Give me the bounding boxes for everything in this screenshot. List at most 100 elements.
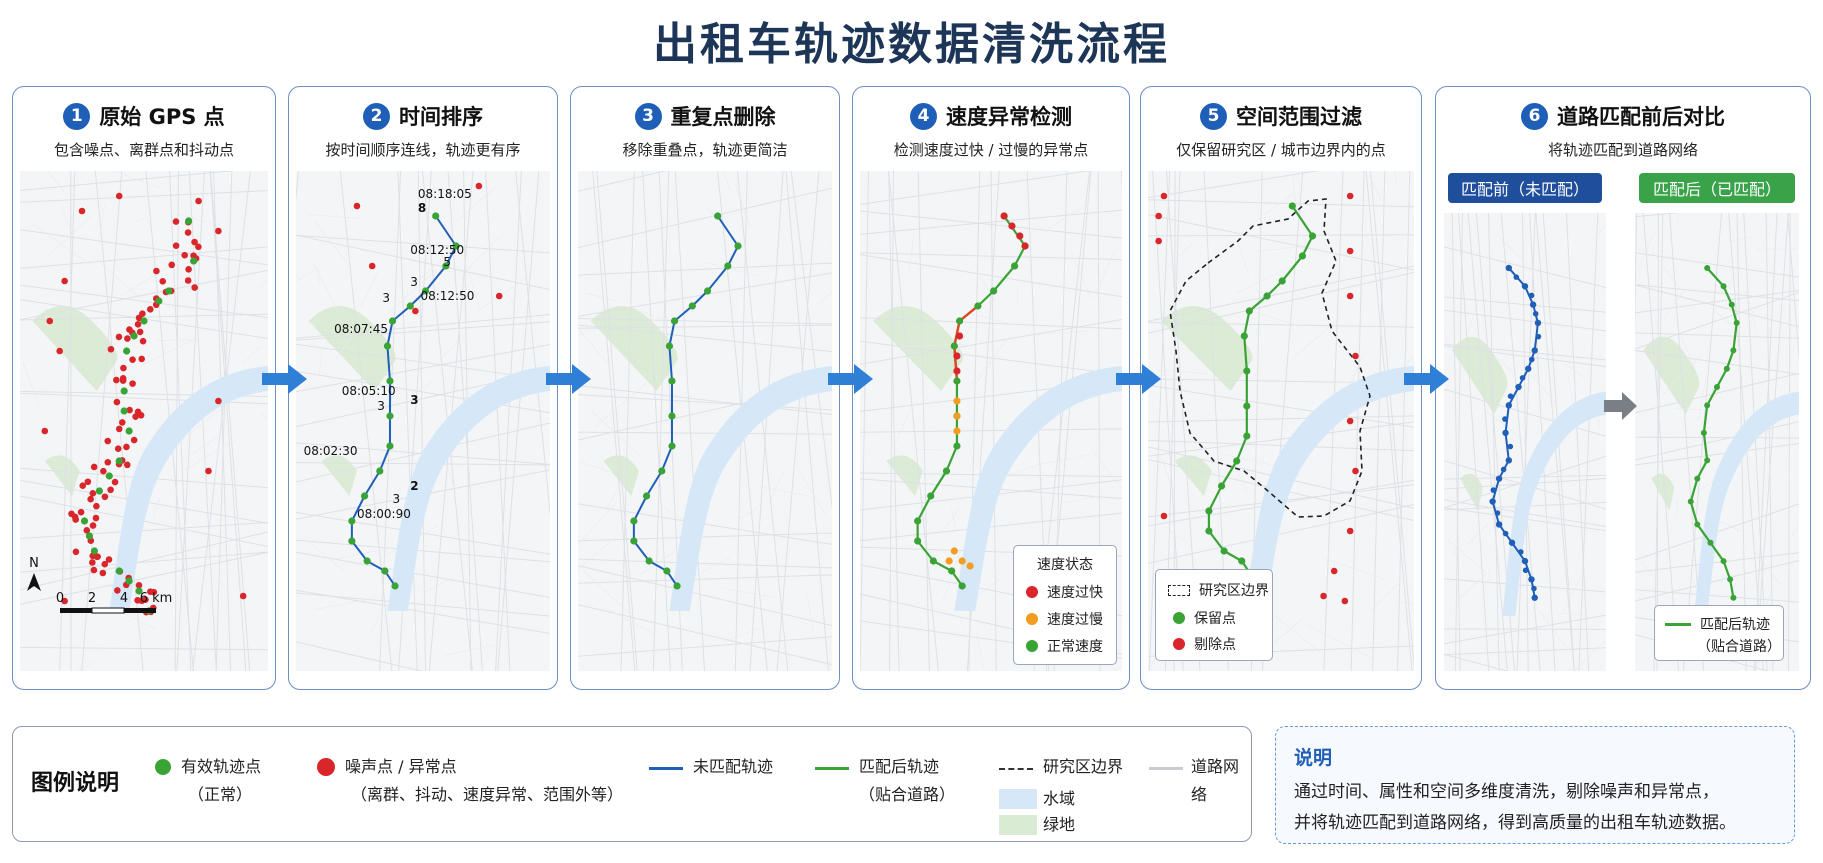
legend-normal: 正常速度 <box>1047 639 1103 655</box>
minor-road-line <box>1562 569 1586 613</box>
minor-road-line <box>1272 613 1321 653</box>
minor-road-line <box>260 412 268 420</box>
minor-road-line <box>1237 242 1250 276</box>
minor-road-line <box>1444 331 1449 341</box>
minor-road-line <box>724 627 760 643</box>
normal-speed-point <box>958 582 966 590</box>
outlier-point <box>41 427 49 435</box>
matched-point <box>1704 457 1711 464</box>
noise-point <box>100 467 107 475</box>
sequence-label: 2 <box>410 479 418 493</box>
legend-green: 绿地 <box>1043 815 1076 834</box>
fast-speed-point <box>1008 222 1016 230</box>
unmatched-point <box>1531 594 1538 601</box>
kept-point <box>1308 232 1317 240</box>
track-point <box>381 567 389 575</box>
track-point <box>348 517 356 525</box>
kept-point <box>1238 557 1246 565</box>
minor-road-line <box>1009 463 1041 476</box>
minor-road-line <box>1715 518 1743 533</box>
removed-point <box>1320 592 1327 600</box>
minor-road-line <box>48 215 92 257</box>
green-space-area <box>321 455 357 496</box>
minor-road-line <box>950 506 956 527</box>
minor-road-line <box>1676 213 1680 223</box>
minor-road-line <box>1070 250 1092 301</box>
track-point <box>452 242 460 250</box>
noise-point <box>191 284 198 291</box>
unmatched-point <box>1507 393 1514 399</box>
minor-road-line <box>1594 224 1606 238</box>
normal-speed-point <box>942 467 951 475</box>
road-line <box>296 592 550 617</box>
minor-road-line <box>1494 232 1525 262</box>
minor-road-line <box>357 328 368 335</box>
unmatched-point <box>1528 576 1535 583</box>
removed-point <box>1341 597 1349 605</box>
river-water <box>387 366 550 611</box>
fast-speed-point <box>953 352 961 360</box>
fast-dot-icon <box>1026 586 1038 598</box>
minor-road-line <box>302 536 344 572</box>
legend-boundary: 研究区边界 <box>1043 757 1124 776</box>
matched-line-icon <box>815 767 849 770</box>
unmatched-point <box>1532 310 1539 317</box>
minor-road-line <box>242 346 262 363</box>
road-line <box>1148 171 1320 199</box>
noise-point <box>113 398 121 406</box>
noise-point <box>79 482 87 490</box>
minor-road-line <box>1465 523 1489 547</box>
road-line <box>296 343 550 381</box>
minor-road-line <box>969 313 1015 326</box>
valid-point <box>120 387 128 395</box>
minor-road-line <box>1750 546 1781 585</box>
matched-point <box>1714 384 1720 391</box>
noise-point <box>138 355 146 363</box>
legend-boundary: 研究区边界 <box>1199 583 1269 599</box>
flow-arrow-icon <box>1116 364 1161 394</box>
minor-road-line <box>1255 246 1301 252</box>
unmatched-point <box>1531 585 1537 592</box>
normal-speed-point <box>955 317 964 325</box>
normal-speed-point <box>948 567 956 575</box>
road-line <box>20 284 268 319</box>
legend-title: 图例说明 <box>31 771 120 796</box>
step-number-badge: 5 <box>1200 102 1227 130</box>
road-line <box>497 171 540 671</box>
flow-arrow-icon <box>546 364 591 394</box>
road-line <box>1635 332 1799 339</box>
unmatched-point <box>1508 539 1516 546</box>
noise-point <box>134 320 142 328</box>
legend-road: 道路网络 <box>1191 757 1240 804</box>
before-match-tag: 匹配前（未匹配） <box>1448 173 1602 203</box>
minor-road-network <box>296 185 550 656</box>
green-space-area <box>308 306 396 391</box>
removed-point <box>1346 247 1354 255</box>
road-line <box>620 171 635 671</box>
road-line-icon <box>1149 767 1183 770</box>
minor-road-line <box>318 348 323 379</box>
road-line <box>785 171 829 671</box>
road-line <box>860 209 1122 235</box>
legend-matched: 匹配后轨迹 <box>859 757 940 776</box>
normal-speed-point <box>927 492 935 500</box>
legend-noise-point: 噪声点 / 异常点 <box>345 757 457 776</box>
minor-road-line <box>1558 613 1589 615</box>
road-line <box>1765 213 1774 671</box>
minor-road-line <box>406 381 434 397</box>
minor-road-line <box>578 536 616 571</box>
road-line <box>397 171 418 671</box>
track-point <box>386 412 394 420</box>
minor-road-line <box>1149 320 1154 324</box>
noise-point <box>123 443 130 451</box>
minor-road-line <box>1686 575 1699 587</box>
road-line <box>59 171 76 671</box>
legend-panel: 图例说明 有效轨迹点 （正常） 噪声点 / 异常点 （离群、抖动、速度异常、范围… <box>12 726 1252 842</box>
valid-point <box>90 547 98 555</box>
removed-point <box>1160 192 1168 200</box>
noise-point-icon <box>317 758 335 776</box>
road-line <box>1635 421 1799 461</box>
unmatched-point <box>1502 429 1509 437</box>
track-point <box>658 467 666 475</box>
minor-road-line <box>704 262 763 278</box>
